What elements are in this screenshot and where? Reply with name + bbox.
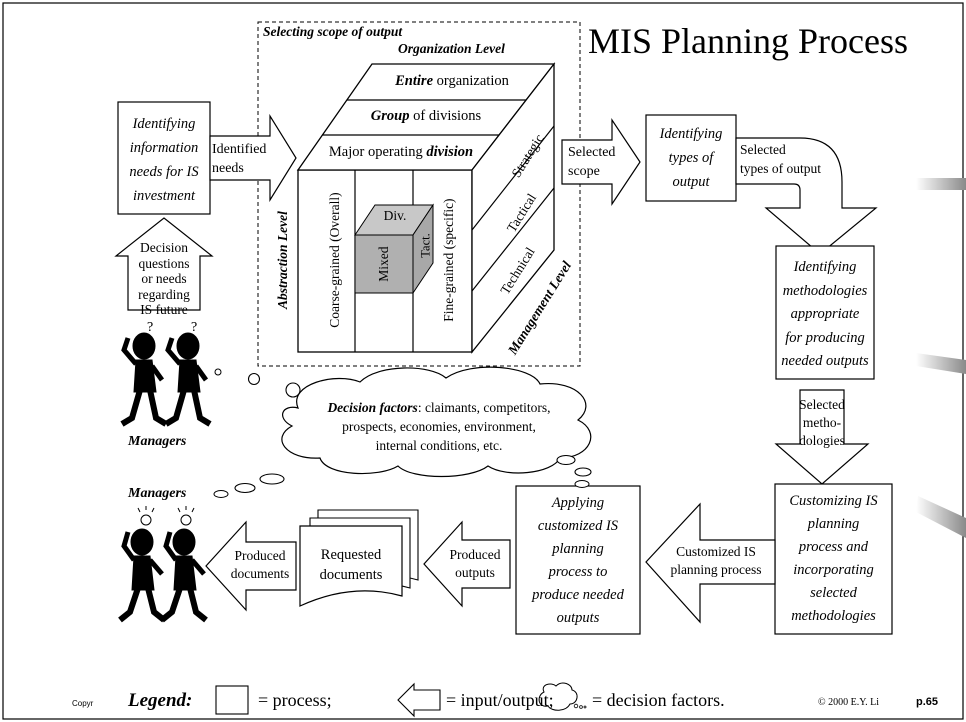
entire-organization-label: Entire organization — [395, 73, 509, 89]
mini-cube-front — [354, 234, 414, 294]
org-level-label: Organization Level — [398, 41, 505, 56]
legend-label: Legend: — [128, 690, 193, 711]
decision-questions-arrow — [114, 217, 214, 311]
abstraction-level-label: Abstraction Level — [274, 211, 290, 310]
major-division-label: Major operating division — [328, 144, 474, 160]
customized-process-text: Customized IS planning process — [670, 544, 762, 577]
svg-text:?: ? — [147, 320, 153, 335]
requested-documents-text: Requested documents — [319, 547, 383, 583]
selected-types-text: Selected types of output — [740, 142, 821, 176]
decision-factors-text: Decision factors: claimants, competitors… — [327, 400, 551, 453]
managers-thinking-icon: ? ? — [120, 320, 212, 427]
identify-methods-text: Identifying methodologies appropriate fo… — [781, 259, 869, 369]
identified-needs-arrow — [209, 113, 297, 203]
selected-scope-text: Selected scope — [568, 145, 616, 179]
selected-scope-arrow — [561, 118, 641, 206]
legend-process-icon — [215, 685, 249, 715]
customizing-text: Customizing IS planning process and inco… — [789, 493, 878, 624]
legend-process-text: = process; — [258, 690, 332, 710]
page-title: MIS Planning Process — [588, 21, 909, 61]
fine-grained-label: Fine-grained (specific) — [440, 198, 456, 322]
applying-text: Applying customized IS planning process … — [532, 495, 624, 626]
identify-methods-box — [775, 245, 875, 380]
scope-header: Selecting scope of output — [263, 24, 403, 39]
identify-types-text: Identifying types of output — [659, 126, 723, 190]
tact-label: Tact. — [418, 233, 433, 258]
produced-outputs-text: Produced outputs — [449, 547, 501, 580]
group-divisions-label: Group of divisions — [370, 108, 482, 124]
selected-methods-text: Selected metho- dologies — [799, 397, 845, 448]
customized-process-arrow — [645, 502, 776, 624]
customizing-box — [774, 483, 893, 635]
managers-bottom-label: Managers — [128, 486, 187, 501]
produced-outputs-arrow — [423, 520, 511, 608]
page-number: p.65 — [916, 696, 939, 708]
fade-bar-1 — [916, 178, 966, 190]
managers-idea-icon — [118, 506, 208, 623]
requested-documents-shape — [299, 525, 403, 607]
scope-dashed-box — [257, 21, 581, 367]
produced-documents-arrow — [205, 520, 297, 612]
copyright-left: Copyr — [72, 699, 94, 708]
identify-types-box — [645, 114, 737, 202]
fade-bar-3 — [916, 496, 966, 538]
produced-documents-text: Produced documents — [230, 548, 290, 581]
decision-questions-text: Decision questions or needs regarding IS… — [138, 240, 190, 317]
legend-io-icon — [397, 682, 441, 718]
identify-needs-text: Identifying information needs for IS inv… — [129, 116, 199, 204]
managers-top-label: Managers — [128, 434, 187, 449]
coarse-grained-label: Coarse-grained (Overall) — [326, 192, 342, 328]
div-label: Div. — [383, 208, 407, 223]
identified-needs-text: Identified needs — [212, 142, 267, 176]
svg-text:?: ? — [191, 320, 197, 335]
copyright-right: © 2000 E.Y. Li — [818, 697, 880, 708]
mixed-label: Mixed — [375, 246, 391, 282]
cube-right-face — [471, 62, 555, 354]
legend-factors-text: = decision factors. — [592, 690, 725, 710]
selected-methods-arrow — [774, 389, 870, 485]
legend-io-text: = input/output; — [446, 690, 554, 710]
identify-needs-box — [117, 101, 211, 215]
legend-cloud-icon — [538, 682, 578, 711]
applying-box — [515, 485, 641, 635]
fade-bar-2 — [916, 353, 966, 374]
